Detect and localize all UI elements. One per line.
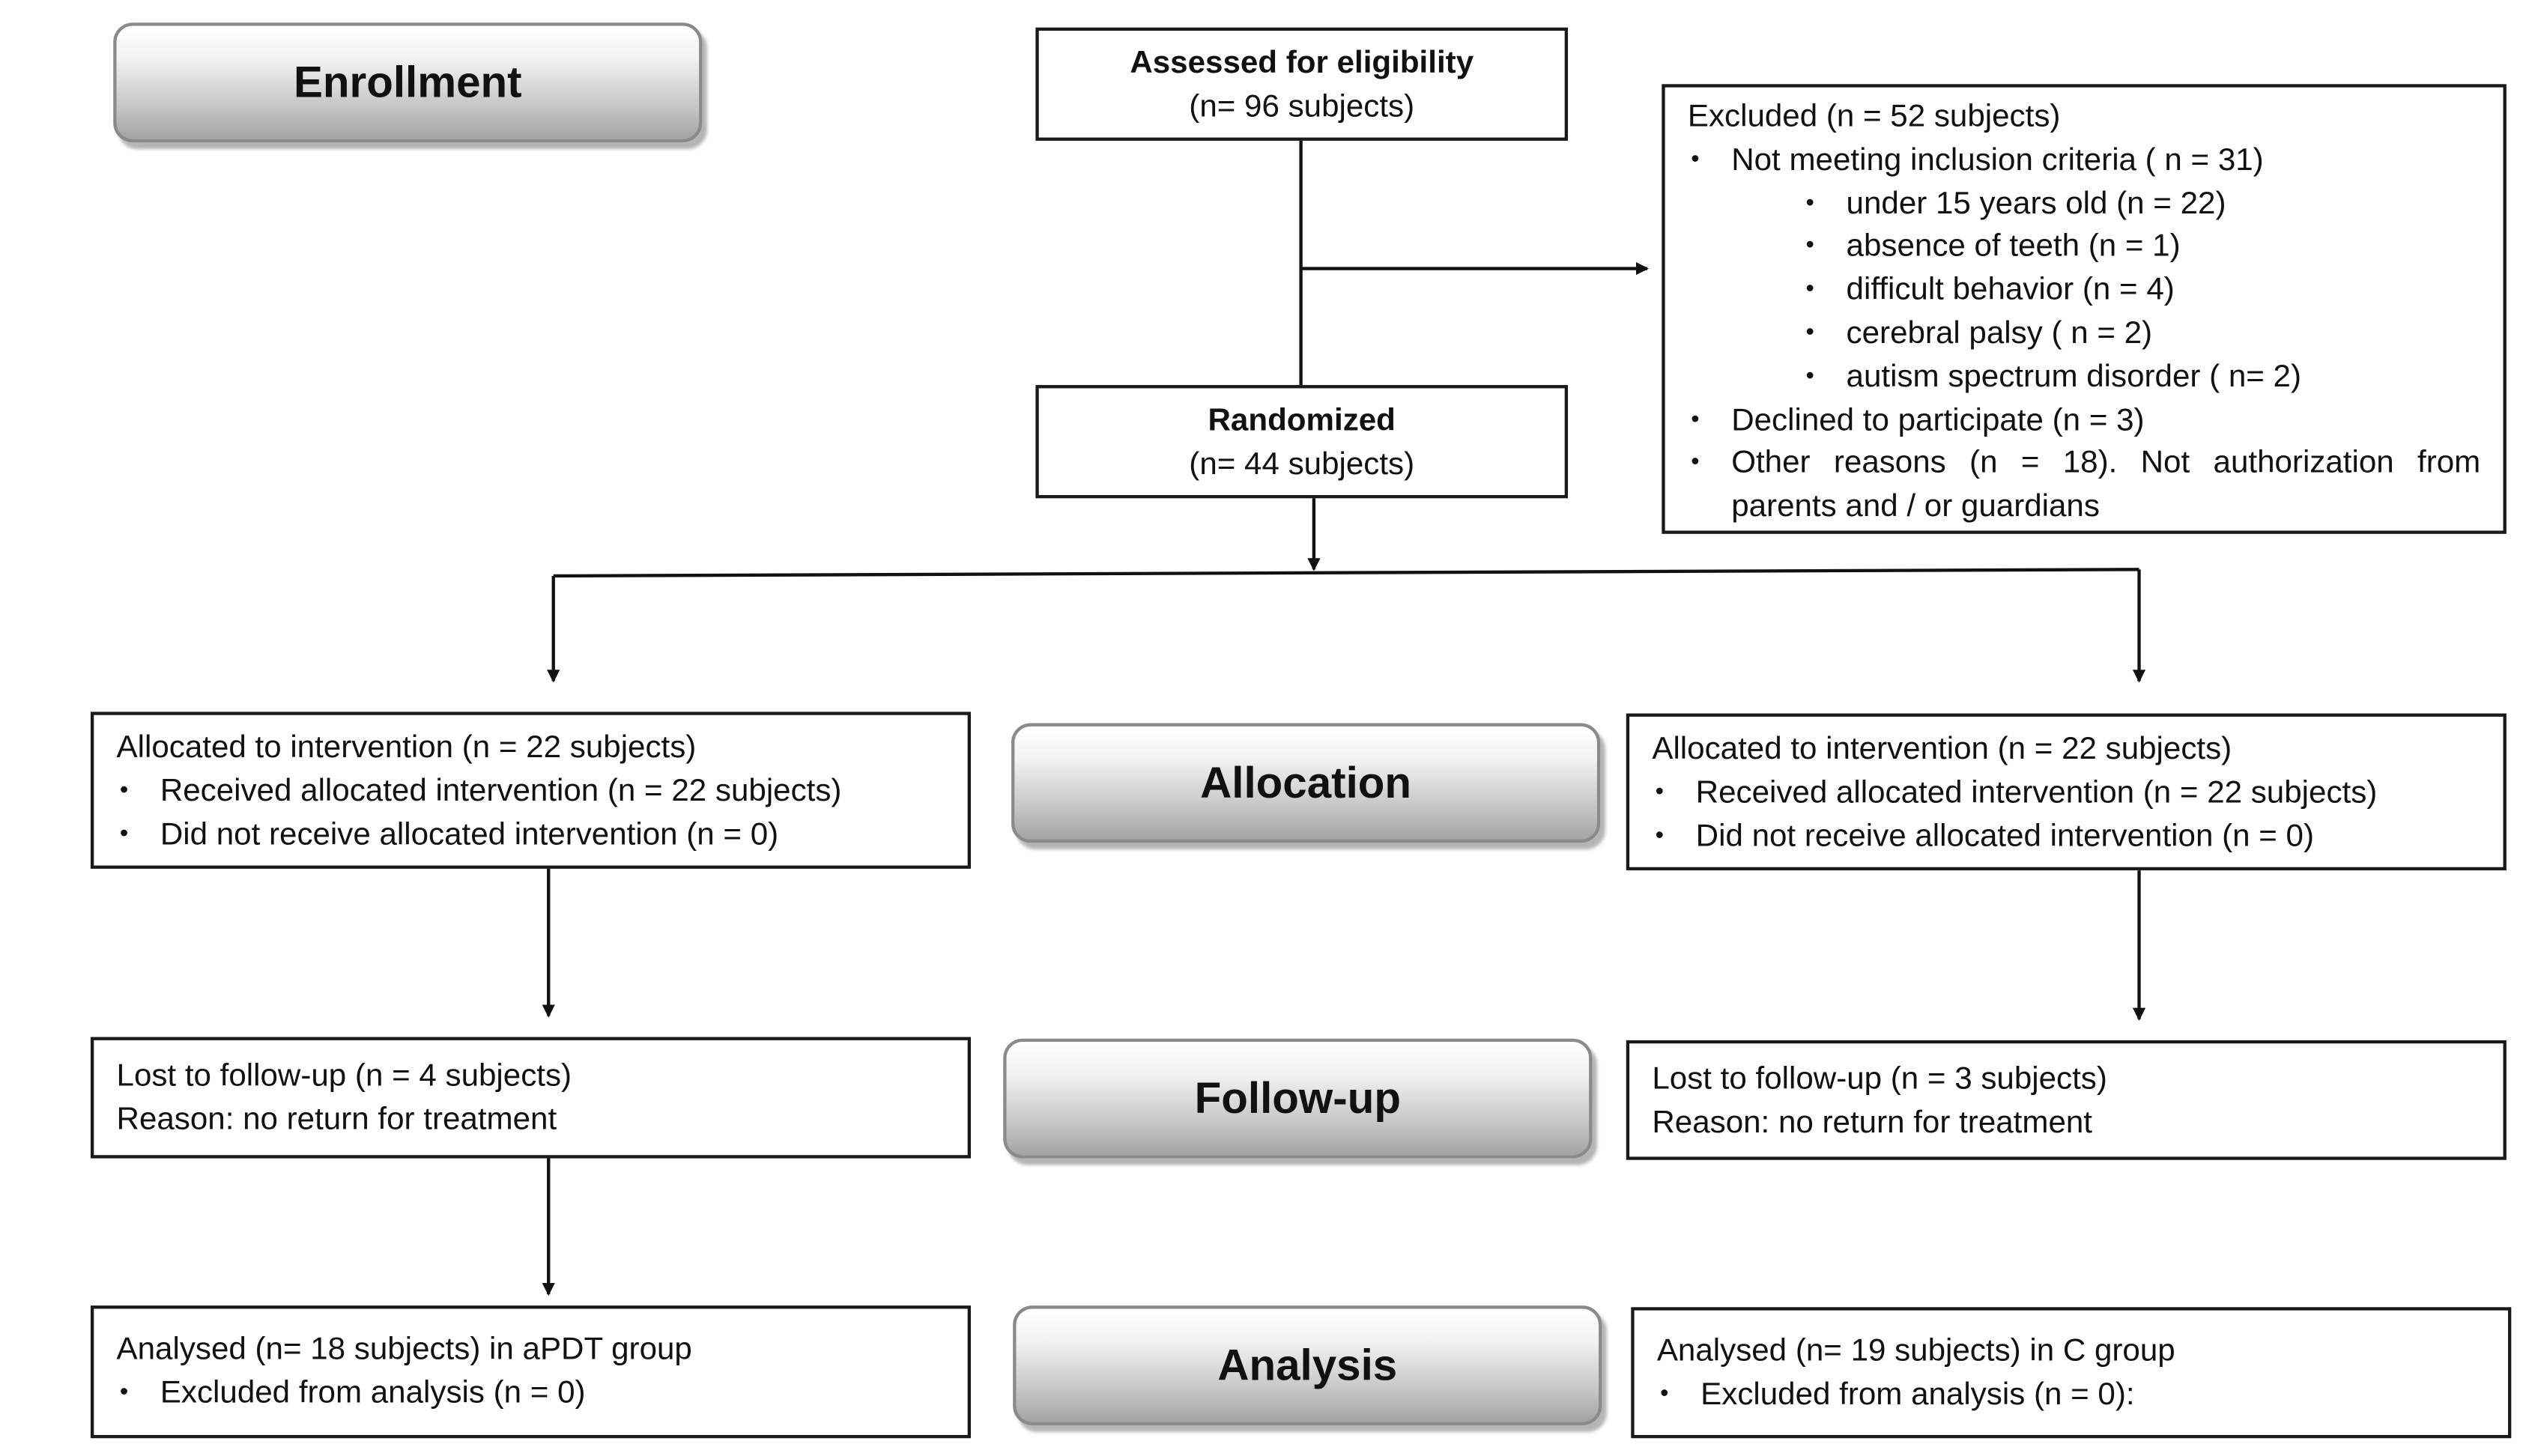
stage-enrollment-label: Enrollment [294, 57, 522, 106]
left-followup-box: Lost to follow-up (n = 4 subjects) Reaso… [90, 1037, 972, 1159]
sub-reason-item: under 15 years old (n = 22) [1688, 182, 2480, 225]
right-allocation-item: Received allocated intervention (n = 22 … [1652, 771, 2480, 815]
right-allocation-box: Allocated to intervention (n = 22 subjec… [1626, 713, 2507, 871]
declined-item: Declined to participate (n = 3) [1688, 399, 2480, 443]
stage-allocation-label: Allocation [1200, 757, 1412, 807]
right-followup-reason: Reason: no return for treatment [1652, 1104, 2093, 1141]
excluded-box: Excluded (n = 52 subjects) Not meeting i… [1662, 84, 2507, 534]
right-analysis-list: Excluded from analysis (n = 0): [1657, 1373, 2486, 1416]
right-analysis-item: Excluded from analysis (n = 0): [1657, 1373, 2486, 1416]
left-followup-reason: Reason: no return for treatment [116, 1101, 557, 1138]
right-followup-box: Lost to follow-up (n = 3 subjects) Reaso… [1626, 1040, 2507, 1160]
left-allocation-header: Allocated to intervention (n = 22 subjec… [116, 729, 697, 765]
other-reasons-item: Other reasons (n = 18). Not authorizatio… [1688, 442, 2480, 529]
stage-analysis-label: Analysis [1217, 1340, 1398, 1389]
left-analysis-list: Excluded from analysis (n = 0) [117, 1371, 945, 1415]
not-meeting-criteria-item: Not meeting inclusion criteria ( n = 31) [1688, 139, 2480, 182]
right-allocation-list: Received allocated intervention (n = 22 … [1652, 771, 2480, 858]
sub-reason-item: absence of teeth (n = 1) [1688, 225, 2480, 269]
sub-reason-item: autism spectrum disorder ( n= 2) [1688, 356, 2480, 399]
randomized-box: Randomized (n= 44 subjects) [1035, 385, 1569, 499]
stage-analysis: Analysis [1013, 1305, 1602, 1425]
left-allocation-item: Received allocated intervention (n = 22 … [117, 770, 945, 813]
excluded-other-list: Declined to participate (n = 3) Other re… [1688, 399, 2480, 530]
stage-followup-label: Follow-up [1194, 1073, 1401, 1122]
left-allocation-list: Received allocated intervention (n = 22 … [117, 770, 945, 857]
sub-reason-item: difficult behavior (n = 4) [1688, 269, 2480, 312]
stage-allocation: Allocation [1011, 723, 1601, 843]
criteria-sub-list: under 15 years old (n = 22) absence of t… [1688, 182, 2480, 398]
assessed-box: Assessed for eligibility (n= 96 subjects… [1035, 27, 1569, 141]
stage-enrollment: Enrollment [113, 22, 703, 143]
left-allocation-box: Allocated to intervention (n = 22 subjec… [90, 712, 972, 869]
right-allocation-header: Allocated to intervention (n = 22 subjec… [1652, 731, 2232, 767]
left-allocation-item: Did not receive allocated intervention (… [117, 813, 945, 857]
assessed-count: (n= 96 subjects) [1189, 88, 1415, 124]
right-allocation-item: Did not receive allocated intervention (… [1652, 815, 2480, 858]
sub-reason-item: cerebral palsy ( n = 2) [1688, 312, 2480, 356]
right-followup-lost: Lost to follow-up (n = 3 subjects) [1652, 1061, 2107, 1097]
split-horizontal-line [553, 568, 2139, 578]
left-analysis-box: Analysed (n= 18 subjects) in aPDT group … [90, 1305, 972, 1439]
left-followup-lost: Lost to follow-up (n = 4 subjects) [116, 1058, 572, 1094]
excluded-reason-list: Not meeting inclusion criteria ( n = 31) [1688, 139, 2480, 182]
randomized-title: Randomized [1208, 402, 1396, 439]
right-analysis-box: Analysed (n= 19 subjects) in C group Exc… [1631, 1307, 2512, 1439]
assessed-title: Assessed for eligibility [1130, 45, 1474, 82]
stage-followup: Follow-up [1003, 1038, 1593, 1159]
right-analysis-header: Analysed (n= 19 subjects) in C group [1656, 1332, 2175, 1369]
left-analysis-item: Excluded from analysis (n = 0) [117, 1371, 945, 1415]
randomized-count: (n= 44 subjects) [1189, 446, 1415, 482]
excluded-header: Excluded (n = 52 subjects) [1687, 98, 2061, 135]
left-analysis-header: Analysed (n= 18 subjects) in aPDT group [116, 1331, 692, 1368]
